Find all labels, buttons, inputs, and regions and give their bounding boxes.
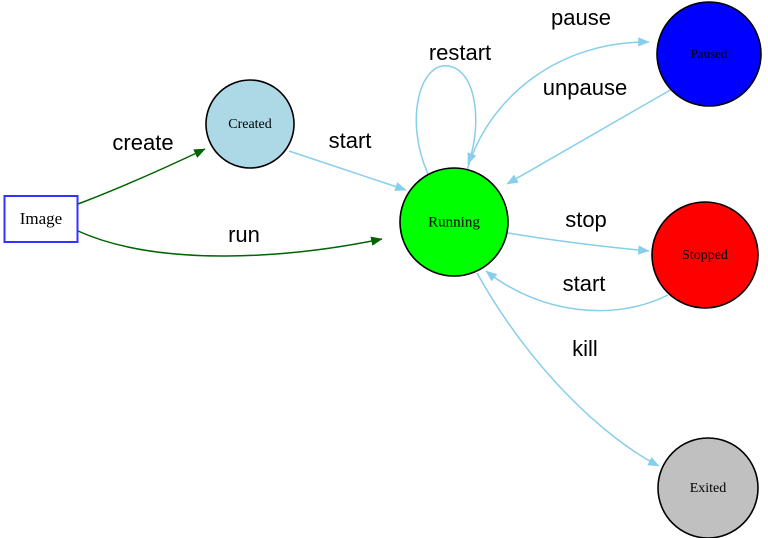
edge-pause (466, 37, 650, 171)
edge-stop (507, 232, 650, 255)
node-stopped[interactable]: Stopped (651, 201, 759, 309)
edge-label-start-stopped: start (563, 271, 606, 296)
edge-label-create: create (112, 130, 173, 155)
edges-layer (77, 37, 673, 467)
edge-start-stopped (485, 270, 669, 312)
edge-start-created (288, 150, 407, 191)
edge-create (77, 148, 206, 205)
node-image[interactable]: Image (3, 195, 79, 243)
node-shape-image[interactable] (3, 195, 79, 243)
edge-unpause (506, 88, 673, 185)
node-created[interactable]: Created (205, 79, 295, 169)
edge-run (77, 230, 383, 257)
node-exited[interactable]: Exited (657, 437, 759, 538)
node-shape-stopped[interactable] (651, 201, 759, 309)
edge-label-run: run (228, 222, 260, 247)
edge-label-unpause: unpause (543, 75, 627, 100)
node-paused[interactable]: Paused (656, 1, 762, 107)
node-shape-exited[interactable] (657, 437, 759, 538)
node-shape-created[interactable] (205, 79, 295, 169)
node-running[interactable]: Running (399, 167, 509, 277)
edge-restart (415, 65, 477, 175)
edge-labels-layer: create run start restart pause unpause stop sta… (112, 5, 627, 361)
edge-kill (476, 272, 660, 467)
edge-label-restart: restart (429, 40, 491, 65)
edge-label-pause: pause (551, 5, 611, 30)
node-shape-running[interactable] (399, 167, 509, 277)
edge-label-stop: stop (565, 207, 607, 232)
edge-label-start-created: start (329, 128, 372, 153)
node-shape-paused[interactable] (656, 1, 762, 107)
edge-label-kill: kill (572, 336, 598, 361)
